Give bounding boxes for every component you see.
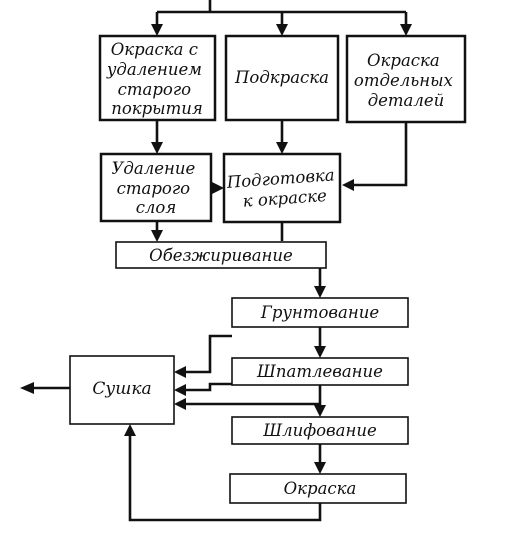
box-degreasing-label: Обезжиривание bbox=[149, 246, 293, 265]
arrow-to-painting bbox=[314, 462, 326, 474]
box-drying: Сушка bbox=[69, 355, 175, 425]
arrow-to-puttying bbox=[314, 346, 326, 358]
box-puttying-label: Шпатлевание bbox=[256, 362, 383, 381]
arrow-to-sanding bbox=[314, 405, 326, 417]
box-repaint-remove-old: Окраска с удалением старого покрытия bbox=[98, 34, 217, 122]
parts-to-prepare-line bbox=[352, 122, 408, 187]
box-painting-label: Окраска bbox=[284, 479, 357, 498]
arrow-to-prepare-from-touchup bbox=[276, 142, 288, 154]
arrow-prime-to-drying bbox=[174, 366, 186, 378]
box-priming-label: Грунтование bbox=[260, 303, 379, 322]
arrow-sanding-to-drying bbox=[174, 398, 186, 410]
box-repaint-remove-old-label: Окраска с удалением старого покрытия bbox=[106, 40, 207, 118]
arrow-to-paint-parts bbox=[400, 24, 412, 36]
arrow-to-repaint-remove-old bbox=[151, 24, 163, 36]
box-painting: Окраска bbox=[229, 473, 407, 504]
box-prepare-painting-label: Подготовка к окраске bbox=[225, 165, 342, 212]
box-remove-old-layer: Удаление старого слоя bbox=[99, 152, 213, 223]
connectors bbox=[20, 0, 412, 522]
arrow-putty-to-drying bbox=[174, 384, 186, 396]
putty-to-drying-line bbox=[184, 382, 232, 392]
box-priming: Грунтование bbox=[231, 297, 409, 328]
box-sanding: Шлифование bbox=[231, 416, 409, 445]
arrow-to-touch-up bbox=[276, 24, 288, 36]
box-paint-parts: Окраска отдельных деталей bbox=[345, 34, 467, 124]
box-drying-label: Сушка bbox=[92, 379, 151, 399]
arrow-to-degreasing bbox=[151, 230, 163, 242]
prime-to-drying-line bbox=[184, 334, 232, 374]
arrow-remove-to-prepare bbox=[212, 182, 224, 194]
box-paint-parts-label: Окраска отдельных деталей bbox=[354, 51, 458, 110]
box-touch-up: Подкраска bbox=[224, 34, 340, 122]
box-degreasing: Обезжиривание bbox=[115, 241, 327, 269]
box-prepare-painting: Подготовка к окраске bbox=[222, 152, 342, 224]
painting-to-drying-line bbox=[128, 434, 322, 522]
arrow-to-remove-old-layer bbox=[151, 142, 163, 154]
arrow-painting-to-drying bbox=[124, 424, 136, 436]
arrow-to-priming bbox=[314, 286, 326, 298]
box-touch-up-label: Подкраска bbox=[234, 68, 329, 87]
box-sanding-label: Шлифование bbox=[262, 421, 377, 440]
arrow-drying-exit bbox=[20, 382, 34, 394]
box-puttying: Шпатлевание bbox=[231, 357, 409, 386]
box-remove-old-layer-label: Удаление старого слоя bbox=[112, 159, 201, 217]
arrow-to-prepare-from-parts bbox=[342, 179, 354, 191]
